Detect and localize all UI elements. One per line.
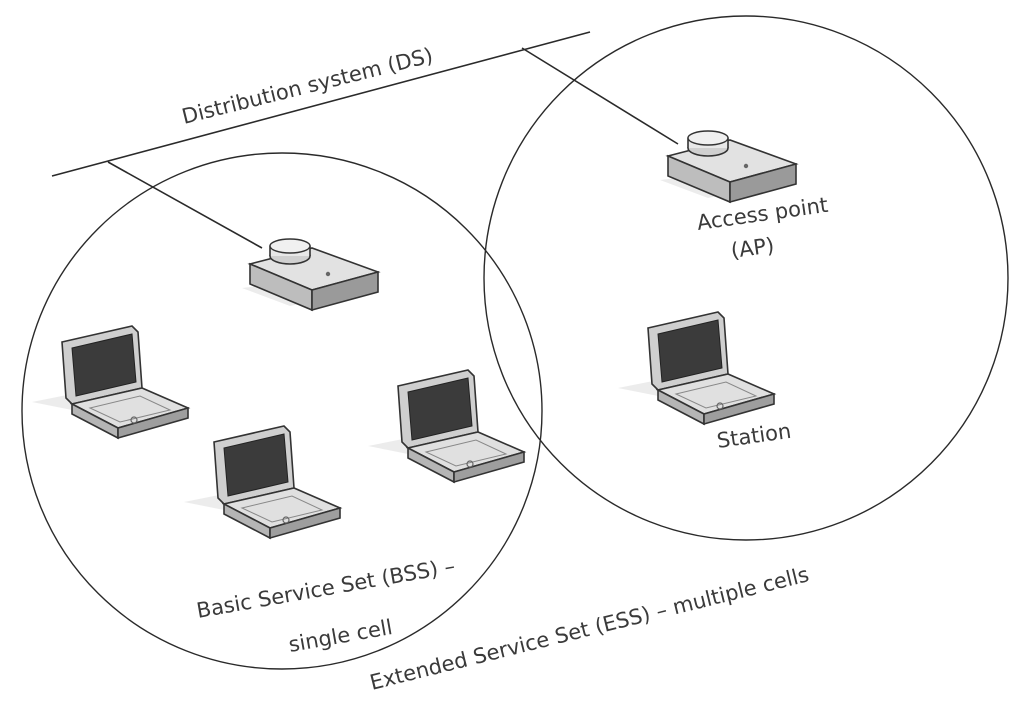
- ds-link-right: [521, 47, 679, 145]
- laptop-icon: [183, 425, 341, 539]
- ds-link-left: [107, 161, 263, 249]
- bss-right-circle: [483, 15, 1009, 541]
- distribution-system-line: [51, 31, 591, 177]
- ap-label-line2: (AP): [729, 233, 775, 263]
- ap-label-line1: Access point: [695, 193, 829, 235]
- laptop-icon: [31, 325, 189, 439]
- ess-label: Extended Service Set (ESS) – multiple ce…: [367, 562, 811, 695]
- ds-label: Distribution system (DS): [179, 43, 435, 129]
- laptop-icon: [617, 311, 775, 425]
- bss-label-line1: Basic Service Set (BSS) –: [195, 554, 457, 623]
- station-label: Station: [715, 419, 792, 453]
- laptop-icon: [367, 369, 525, 483]
- access-point-icon: [241, 238, 379, 311]
- access-point-icon: [659, 130, 797, 203]
- bss-left-circle: [21, 152, 543, 670]
